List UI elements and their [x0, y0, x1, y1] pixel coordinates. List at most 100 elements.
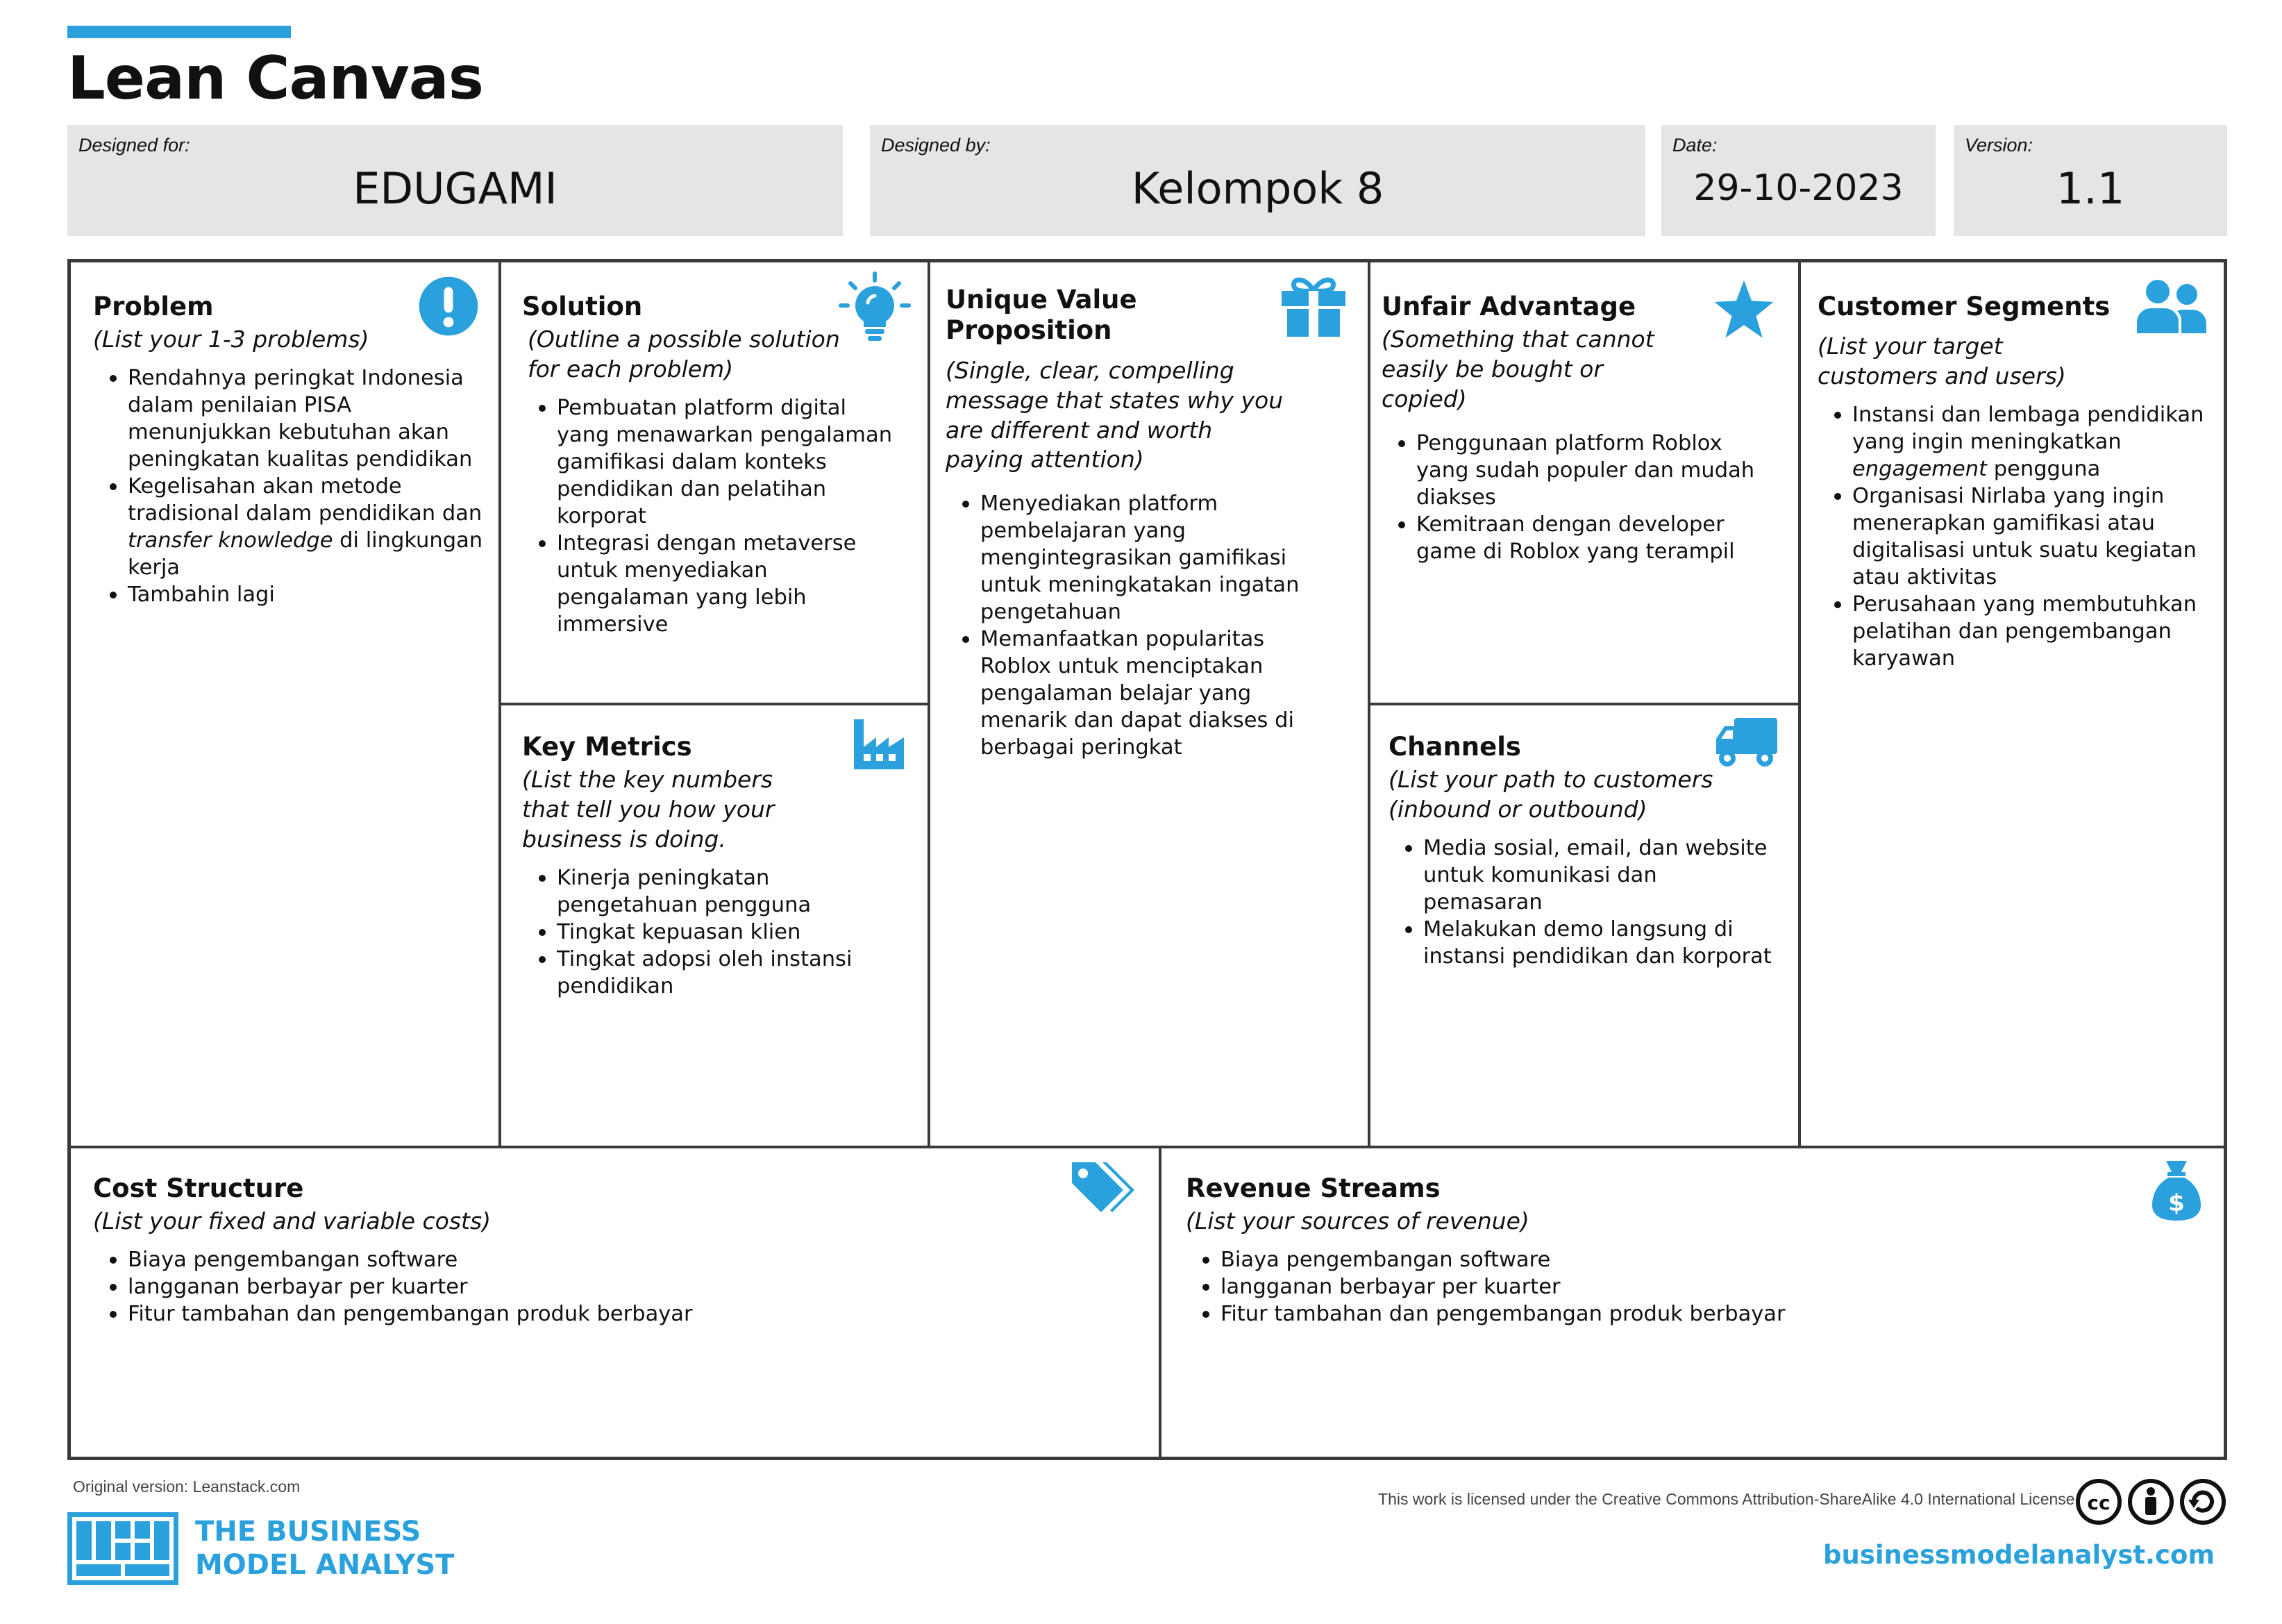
accent-bar: [67, 26, 291, 38]
list-item: Media sosial, email, dan website untuk k…: [1404, 835, 1777, 916]
designed-for-label: Designed for:: [78, 135, 190, 156]
divider: [928, 262, 930, 1146]
gift-icon: [1279, 274, 1348, 338]
version-label: Version:: [1965, 135, 2033, 156]
list-item: Fitur tambahan dan pengembangan produk b…: [108, 1300, 1065, 1328]
revenue-streams-section: Revenue Streams (List your sources of re…: [1186, 1173, 2158, 1328]
section-subtitle: (List your sources of revenue): [1186, 1207, 1529, 1235]
list-item: Biaya pengembangan software: [108, 1246, 1065, 1273]
list-item: Penggunaan platform Roblox yang sudah po…: [1397, 430, 1770, 511]
list-item: Tingkat adopsi oleh instansi pendidikan: [537, 946, 897, 1000]
section-title: Channels: [1389, 732, 1521, 762]
divider: [71, 1146, 2224, 1148]
revenue-streams-list: Biaya pengembangan software langganan be…: [1186, 1246, 2158, 1328]
solution-section: Solution (Outline a possible solution fo…: [522, 292, 897, 638]
designed-by-value: Kelompok 8: [1131, 163, 1384, 214]
section-subtitle: (List your fixed and variable costs): [93, 1207, 492, 1235]
section-subtitle: (Single, clear, compelling message that …: [946, 356, 1284, 474]
list-item: Menyediakan platform pembelajaran yang m…: [961, 490, 1334, 626]
website-link[interactable]: businessmodelanalyst.com: [1823, 1540, 2215, 1570]
channels-section: Channels (List your path to customers (i…: [1389, 732, 1777, 970]
star-icon: [1712, 278, 1776, 342]
list-item: Tambahin lagi: [108, 581, 489, 608]
list-item: Kegelisahan akan metode tradisional dala…: [128, 474, 483, 580]
attribution-icon: [2128, 1479, 2174, 1525]
list-item: Kegelisahan akan metode tradisional dala…: [108, 473, 489, 581]
list-item: Pembuatan platform digital yang menawark…: [537, 394, 897, 530]
section-subtitle: (List your target customers and users): [1818, 333, 2066, 390]
section-title: Unfair Advantage: [1382, 292, 1636, 321]
emphasis-text: engagement: [1852, 457, 1988, 482]
list-item: Instansi dan lembaga pendidikan yang ing…: [1833, 401, 2213, 483]
key-metrics-list: Kinerja peningkatan pengetahuan pengguna…: [522, 864, 897, 1000]
key-metrics-section: Key Metrics (List the key numbers that t…: [522, 732, 897, 1000]
designed-by-box: Designed by: Kelompok 8: [870, 125, 1645, 236]
customer-segments-section: Customer Segments (List your target cust…: [1818, 292, 2213, 672]
truck-icon: [1715, 715, 1779, 771]
page-title: Lean Canvas: [67, 44, 484, 113]
section-subtitle: (List your 1-3 problems): [93, 326, 369, 353]
list-item: langganan berbayar per kuarter: [1201, 1273, 2158, 1300]
list-item: Kemitraan dengan developer game di Roblo…: [1397, 511, 1770, 565]
business-model-analyst-logo: [67, 1512, 178, 1585]
problem-section: Problem (List your 1-3 problems) Rendahn…: [93, 292, 489, 608]
share-alike-icon: [2180, 1479, 2226, 1525]
logo-line-2: MODEL ANALYST: [195, 1549, 455, 1581]
section-title: Customer Segments: [1818, 292, 2111, 321]
divider: [498, 703, 928, 705]
list-item: Perusahaan yang membutuhkan pelatihan da…: [1833, 591, 2213, 672]
section-title: Problem: [93, 292, 214, 321]
problem-list: Rendahnya peringkat Indonesia dalam peni…: [93, 365, 489, 608]
exclamation-icon: [417, 274, 480, 338]
date-box: Date: 29-10-2023: [1661, 125, 1936, 236]
list-item: Integrasi dengan metaverse untuk menyedi…: [537, 530, 897, 638]
list-item: Kinerja peningkatan pengetahuan pengguna: [537, 864, 897, 919]
divider: [1159, 1146, 1161, 1457]
cost-structure-list: Biaya pengembangan software langganan be…: [93, 1246, 1065, 1328]
version-box: Version: 1.1: [1954, 125, 2227, 236]
original-version-note: Original version: Leanstack.com: [73, 1477, 301, 1496]
section-subtitle: (List the key numbers that tell you how …: [522, 766, 775, 853]
list-item: Melakukan demo langsung di instansi pend…: [1404, 916, 1777, 970]
logo-line-1: THE BUSINESS: [195, 1516, 421, 1548]
lightbulb-icon: [837, 269, 913, 346]
section-title: Key Metrics: [522, 732, 692, 762]
emphasis-text: transfer knowledge: [128, 528, 333, 553]
unfair-advantage-section: Unfair Advantage (Something that cannot …: [1382, 292, 1770, 565]
cost-structure-section: Cost Structure (List your fixed and vari…: [93, 1173, 1065, 1328]
designed-for-value: EDUGAMI: [353, 163, 557, 214]
section-title: Cost Structure: [93, 1173, 304, 1203]
list-item: Tingkat kepuasan klien: [537, 919, 897, 946]
channels-list: Media sosial, email, dan website untuk k…: [1389, 835, 1777, 970]
users-icon: [2136, 278, 2208, 336]
date-label: Date:: [1672, 135, 1718, 156]
list-item: Rendahnya peringkat Indonesia dalam peni…: [108, 365, 489, 473]
divider: [1368, 703, 1798, 705]
section-subtitle: (List your path to customers (inbound or…: [1389, 766, 1713, 823]
tags-icon: [1069, 1158, 1136, 1216]
list-item: Biaya pengembangan software: [1201, 1246, 2158, 1273]
money-bag-icon: $: [2151, 1158, 2202, 1222]
unfair-advantage-list: Penggunaan platform Roblox yang sudah po…: [1382, 430, 1770, 565]
uvp-section: Unique Value Proposition (Single, clear,…: [946, 285, 1334, 761]
customer-segments-list: Instansi dan lembaga pendidikan yang ing…: [1818, 401, 2213, 672]
list-item: langganan berbayar per kuarter: [108, 1273, 1065, 1300]
section-subtitle: (Something that cannot easily be bought …: [1382, 326, 1654, 413]
section-title: Revenue Streams: [1186, 1173, 1441, 1203]
list-item: Fitur tambahan dan pengembangan produk b…: [1201, 1300, 2158, 1328]
creative-commons-icons: cc: [2074, 1477, 2227, 1526]
factory-icon: [853, 715, 905, 771]
section-title: Solution: [522, 292, 643, 321]
uvp-list: Menyediakan platform pembelajaran yang m…: [946, 490, 1334, 761]
section-title: Unique Value Proposition: [946, 285, 1137, 346]
cc-icon: cc: [2076, 1479, 2122, 1525]
section-subtitle: (Outline a possible solution for each pr…: [528, 326, 840, 383]
list-item: Memanfaatkan popularitas Roblox untuk me…: [961, 626, 1334, 761]
designed-by-label: Designed by:: [881, 135, 991, 156]
svg-text:cc: cc: [2087, 1491, 2110, 1514]
logo-wordmark: THE BUSINESS MODEL ANALYST: [195, 1515, 454, 1582]
solution-list: Pembuatan platform digital yang menawark…: [522, 394, 897, 638]
divider: [1798, 262, 1801, 1146]
lean-canvas-grid: [67, 259, 2227, 1460]
date-value: 29-10-2023: [1693, 167, 1904, 209]
